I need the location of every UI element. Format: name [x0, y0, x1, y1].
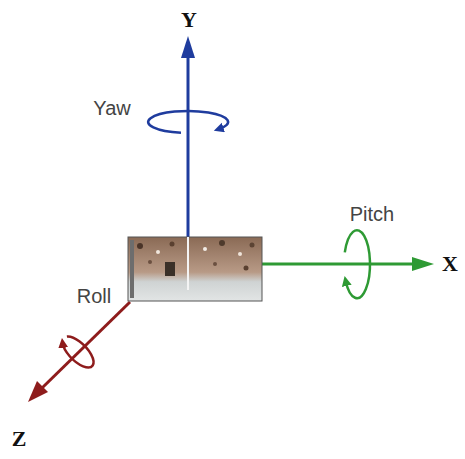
camera-photo — [128, 237, 262, 301]
rotation-label: Yaw — [93, 97, 130, 119]
y-axis-line — [187, 58, 190, 238]
x-axis-arrowhead — [412, 257, 434, 271]
y-axis-arrowhead — [181, 36, 195, 58]
x-axis-line — [262, 263, 414, 266]
axis-label: X — [442, 252, 458, 276]
axis-label: Y — [181, 8, 197, 32]
z-axis-line — [42, 302, 130, 388]
roll-rotation-arrow — [58, 332, 98, 372]
yaw-rotation-arrow — [148, 111, 228, 133]
pitch-rotation-arrow — [345, 230, 370, 298]
z-axis-arrowhead — [28, 381, 48, 402]
rotation-label: Pitch — [350, 203, 394, 225]
rotation-label: Roll — [77, 285, 111, 307]
axis-label: Z — [12, 427, 27, 451]
